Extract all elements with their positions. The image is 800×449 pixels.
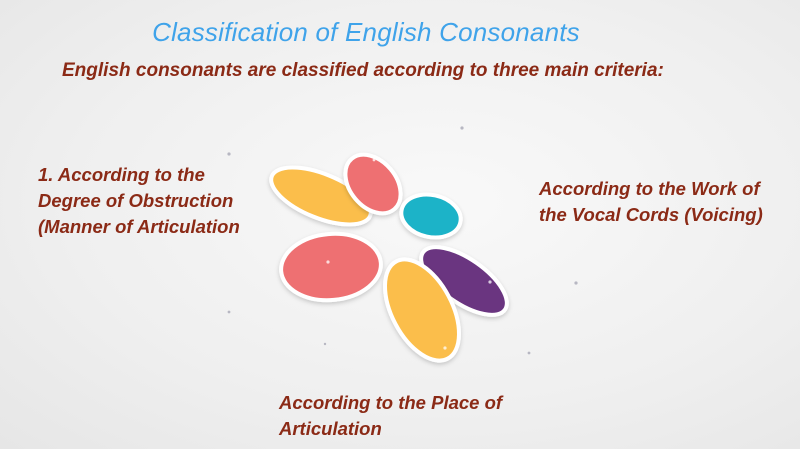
criterion-manner-label: 1. According to the Degree of Obstructio… (38, 162, 240, 240)
decorative-dots (227, 126, 578, 355)
petal-yellow-lower (383, 257, 461, 363)
petal-pink-top (343, 152, 403, 216)
petal-sparkles (326, 158, 492, 350)
slide-subtitle: English consonants are classified accord… (62, 60, 664, 81)
criterion-voicing-line-1: According to the Work of (539, 178, 760, 199)
petal-yellow-upper (269, 165, 373, 227)
criterion-place-line-2: Articulation (279, 418, 382, 439)
petal-teal (399, 192, 463, 240)
petal-pink-large (279, 231, 383, 303)
slide-title: Classification of English Consonants (152, 17, 580, 47)
criterion-manner-line-2: Degree of Obstruction (38, 190, 234, 211)
criterion-place-label: According to the Place of Articulation (279, 390, 502, 442)
criterion-place-line-1: According to the Place of (279, 392, 503, 413)
criterion-voicing-label: According to the Work of the Vocal Cords… (539, 176, 763, 228)
criterion-voicing-line-2: the Vocal Cords (Voicing) (539, 204, 763, 225)
criterion-manner-line-3: (Manner of Articulation (38, 216, 240, 237)
criterion-manner-line-1: 1. According to the (38, 164, 205, 185)
